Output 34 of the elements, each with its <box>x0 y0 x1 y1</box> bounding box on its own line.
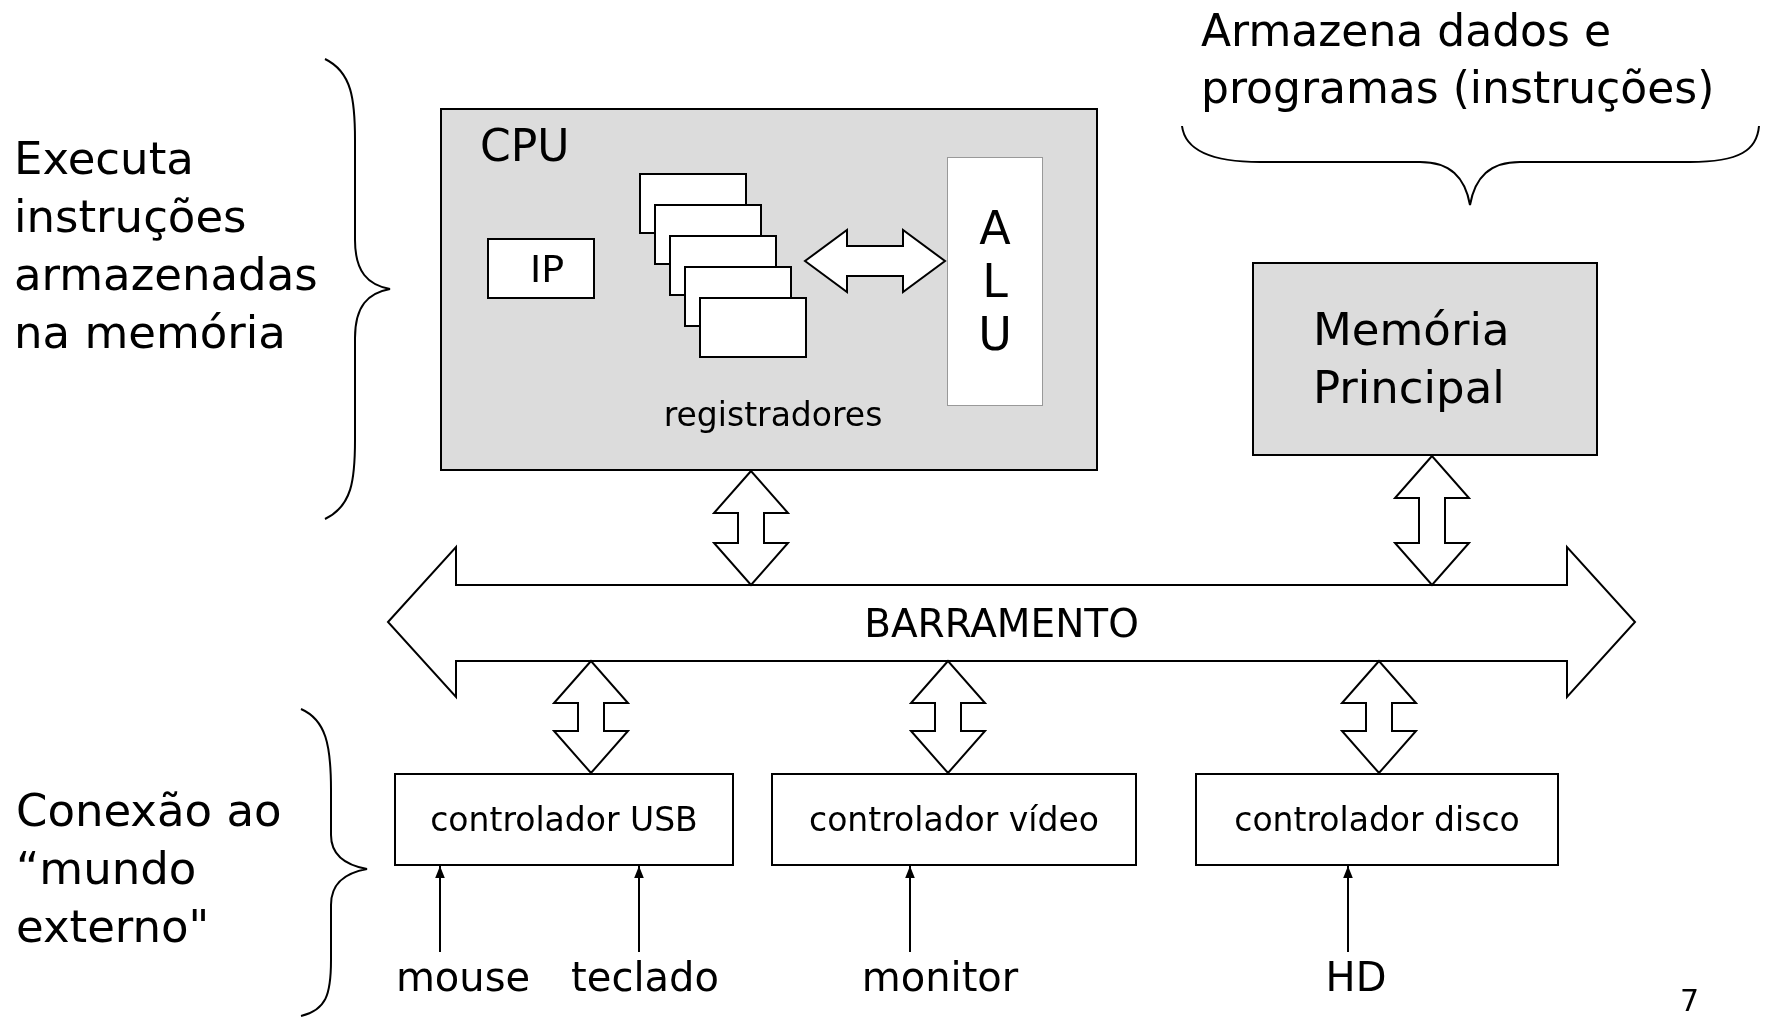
page-number: 7 <box>1680 985 1701 1017</box>
node-label: Memória Principal <box>1313 301 1511 416</box>
box-title: CPU <box>480 120 570 171</box>
annotation-text: Conexão ao “mundo externo" <box>16 783 283 955</box>
node-label: A L U <box>977 202 1013 361</box>
double-arrow <box>1392 454 1472 587</box>
alu-box <box>947 157 1043 406</box>
annotation-text: Armazena dados e programas (instruções) <box>1201 4 1716 115</box>
device-label: HD <box>1325 954 1387 1000</box>
bus-label: BARRAMENTO <box>864 600 1139 646</box>
node-label: controlador vídeo <box>809 800 1099 839</box>
double-arrow <box>1339 659 1419 775</box>
device-label: teclado <box>571 954 719 1000</box>
arrow <box>435 865 445 953</box>
double-arrow <box>711 469 791 587</box>
stack-caption: registradores <box>663 395 883 434</box>
memory-box <box>1252 262 1598 456</box>
arrow <box>905 865 915 953</box>
annotation-text: Executa instruções armazenadas na memória <box>14 131 319 361</box>
controller-box <box>394 773 734 866</box>
node-label: controlador USB <box>430 800 698 839</box>
device-label: mouse <box>395 954 531 1000</box>
double-arrow <box>908 659 988 775</box>
double-arrow <box>803 228 947 294</box>
double-arrow <box>551 659 631 775</box>
controller-box <box>1195 773 1559 866</box>
cpu-box <box>440 108 1098 471</box>
arrow <box>1343 865 1353 953</box>
node-label: IP <box>529 246 565 291</box>
register-box <box>487 238 595 299</box>
arrow <box>634 865 644 953</box>
controller-box <box>771 773 1137 866</box>
device-label: monitor <box>861 954 1019 1000</box>
node-label: controlador disco <box>1234 800 1520 839</box>
